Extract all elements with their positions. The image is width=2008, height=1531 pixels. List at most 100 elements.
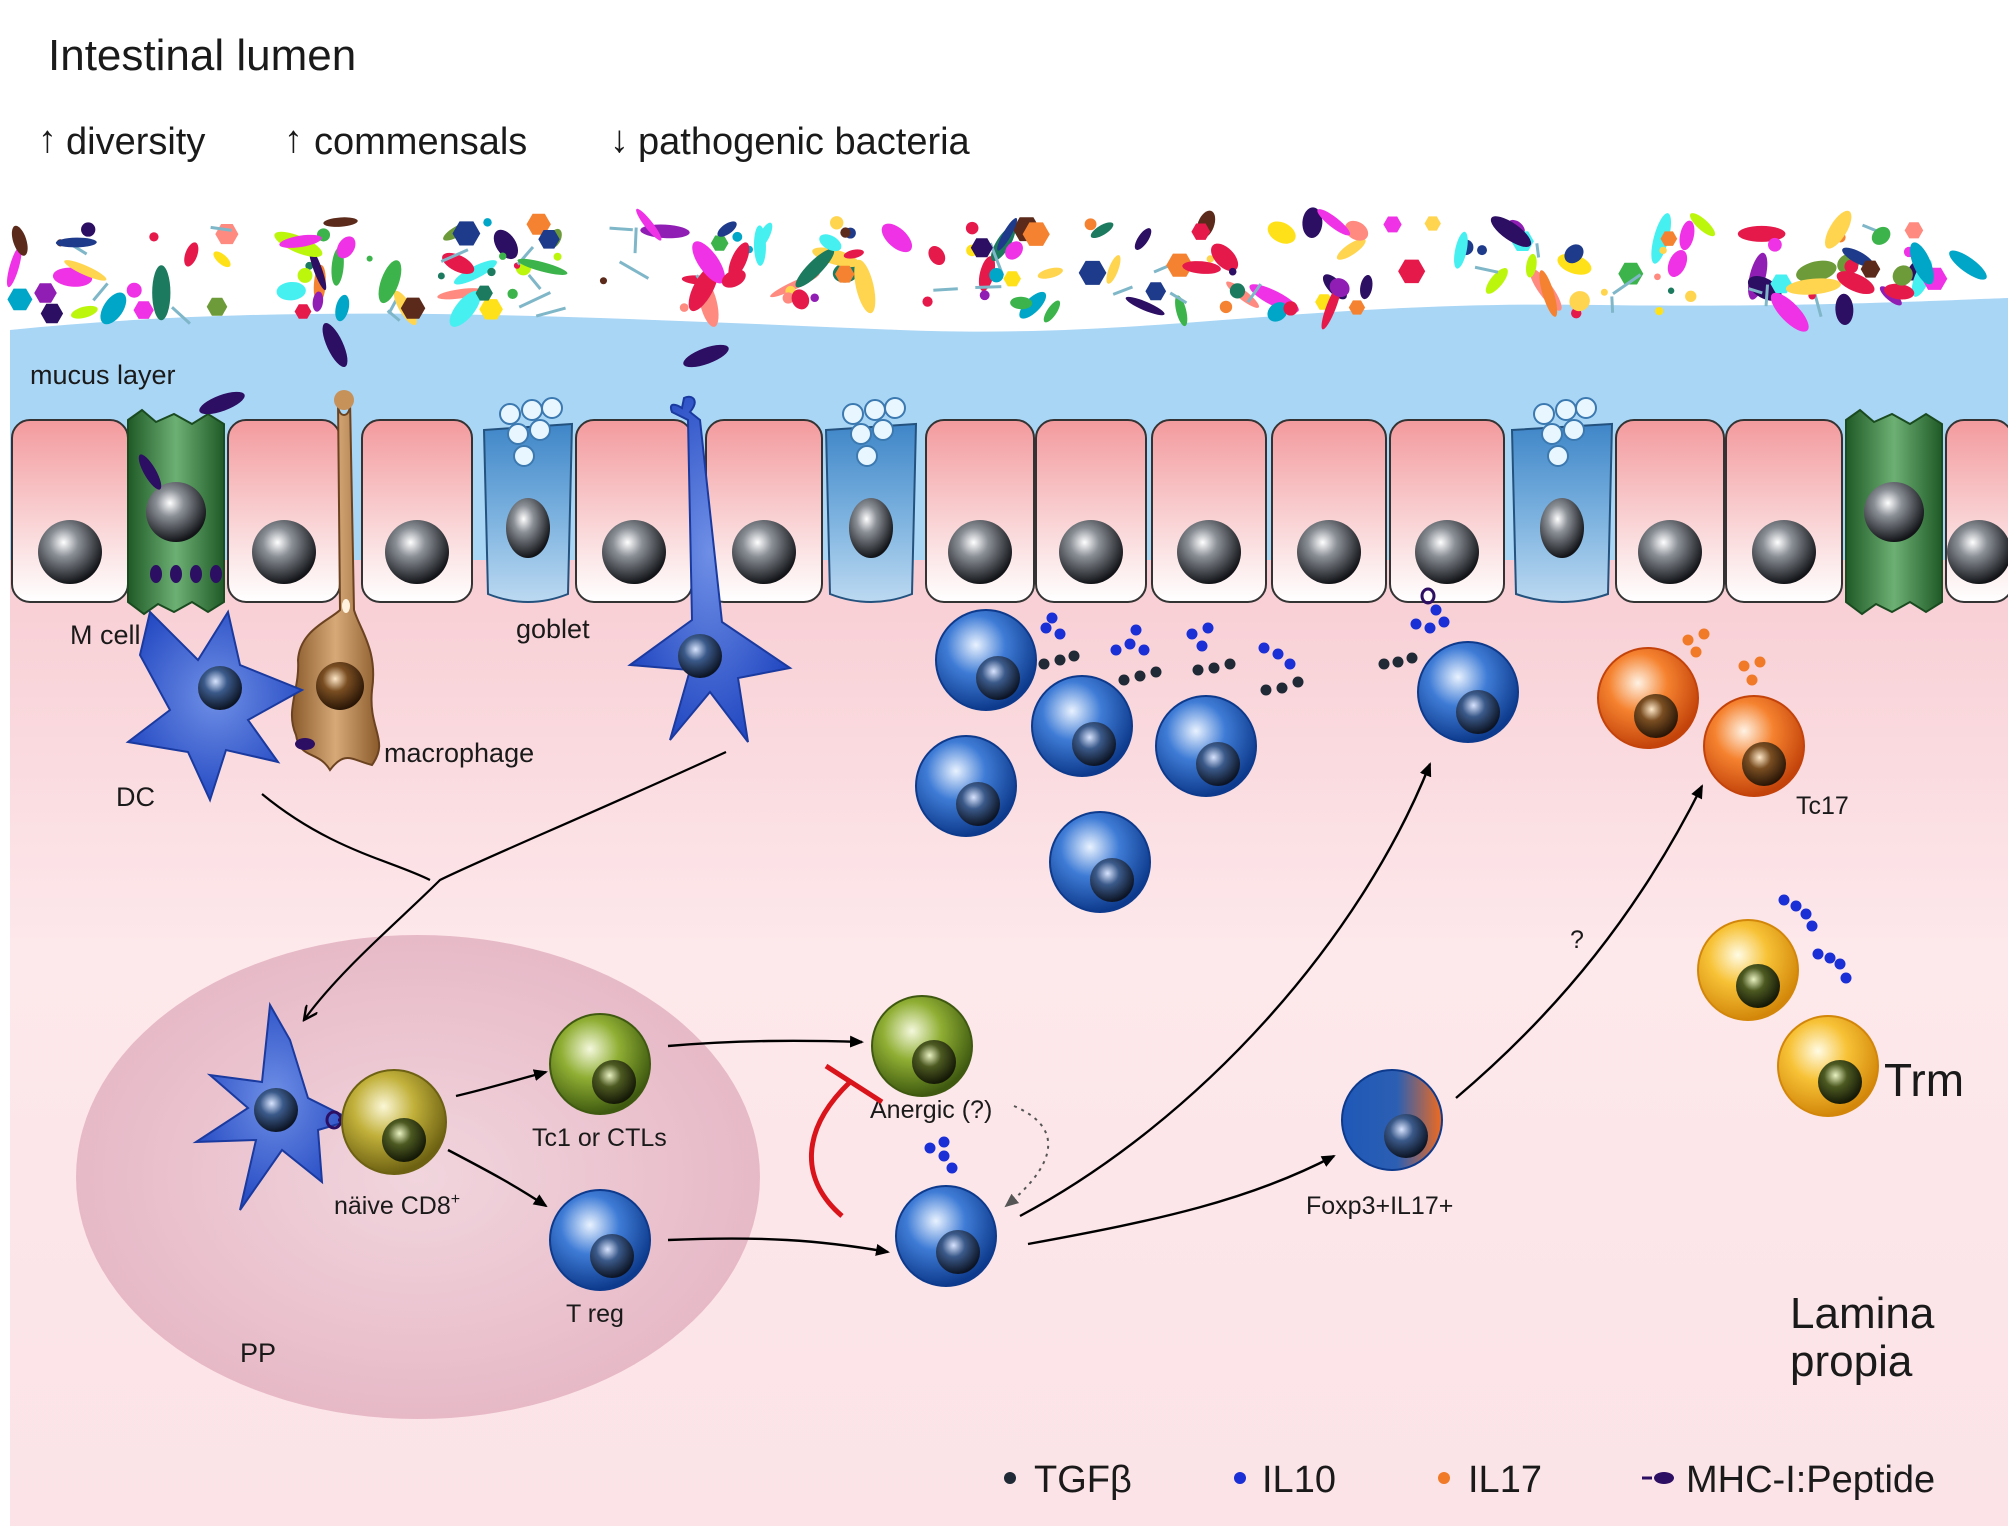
microbe [335,294,350,322]
microbe [1182,261,1221,274]
lamina-label-line2: propia [1790,1337,1913,1386]
cytokine-dot [946,1162,958,1174]
treg-cell-lp [895,1185,997,1287]
microbe [297,268,313,283]
tc17-cell-b [1703,695,1805,797]
microbe [1490,216,1532,247]
cytokine-dot [1738,660,1750,672]
microbe [518,291,552,309]
microbe [843,249,864,259]
microbe [210,225,232,232]
cytokine-dot [1150,666,1162,678]
microbe [1904,222,1924,239]
cytokine-dot [1208,662,1220,674]
microbe [1267,221,1296,244]
cytokine-dot [924,1142,936,1154]
microbe [1860,260,1881,278]
microbe [1618,262,1644,285]
microbe [782,292,794,304]
arrow-dc-to-pp [261,793,431,881]
cytokine-dot [1118,674,1130,686]
microbe [1655,306,1664,316]
treg-cell-pp [549,1189,651,1291]
microbe [279,234,322,248]
bacterium-sampled [138,454,162,490]
legend: TGFβ IL10 IL17 MHC-I:Peptide [1004,1459,1935,1501]
goblet-cell [824,397,918,603]
microbe [1043,300,1061,323]
microbe [1564,244,1584,264]
cytokine-dot [1378,658,1390,670]
microbe [437,288,484,300]
cytokine-dot [1196,640,1208,652]
microbe [1003,271,1021,287]
microbe [1871,226,1891,245]
microbe [721,269,746,288]
microbe [1106,255,1121,284]
microbe [92,282,109,302]
cytokine-dot [1192,664,1204,676]
cytokine-dot [938,1150,950,1162]
microbe [1659,246,1667,255]
cytokine-dot [1046,612,1058,624]
dendritic-cell-pp [192,1001,355,1211]
m-cell-label: M cell [70,620,141,650]
cytokine-dot [1224,658,1236,670]
microbe [1360,275,1373,300]
microbe [1125,296,1165,316]
svg-text:MHC-I:Peptide: MHC-I:Peptide [1686,1459,1935,1501]
pp-label: PP [240,1338,276,1368]
microbe [1910,242,1934,285]
enterocyte [11,419,129,603]
cytokine-dot [1746,674,1758,686]
cytokine-dot [1430,604,1442,616]
cytokine-dot [1424,622,1436,634]
enterocyte [1615,419,1725,603]
bacterium-sampled [199,391,245,415]
treg-label: T reg [566,1300,624,1328]
legend-item-mhc: MHC-I:Peptide [1642,1459,1935,1501]
microbe [1267,302,1288,322]
microbe [64,260,107,281]
microbe [1229,283,1246,299]
microbe [308,247,327,291]
mhc-marker [1420,587,1436,605]
cytokine-dot [1260,684,1272,696]
svg-text:diversity: diversity [66,121,205,163]
microbe [1764,284,1770,307]
microbe [1145,282,1167,301]
legend-item-tgfb: TGFβ [1004,1459,1132,1501]
treg-cell [915,735,1017,837]
arrow-tc1-to-anergic [667,1035,864,1048]
macrophage-label: macrophage [384,738,534,768]
microbe [710,235,729,251]
cytokine-dot [1258,642,1270,654]
question-mark: ? [1570,926,1584,954]
microbe [184,242,199,267]
microbe [1770,292,1809,332]
arrow-anergic-dotted [1004,1105,1050,1208]
microbe [997,217,1018,251]
enterocyte [227,419,341,603]
microbe [493,229,519,260]
arrow-dc-to-pp-b [304,751,727,1020]
arrow-treg-to-foxp3 [1027,1154,1336,1246]
microbe [366,255,373,262]
microbe [152,265,171,321]
macrophage-cell [290,390,381,772]
microbe [386,309,401,322]
microbe [538,230,560,249]
arrow-naive-to-treg [447,1148,548,1208]
arrow-foxp3-to-tc17 [1455,784,1704,1099]
mucus-label: mucus layer [30,360,176,390]
microbe [1329,278,1350,298]
microbe [728,242,750,279]
enterocyte [361,419,473,603]
microbe [1835,293,1854,326]
microbe [1206,255,1214,263]
microbe [11,225,28,256]
foxp3-il17-cell [1341,1069,1443,1171]
cytokine-dot [1202,622,1214,634]
microbe [126,282,142,298]
cytokine-dot [1134,670,1146,682]
